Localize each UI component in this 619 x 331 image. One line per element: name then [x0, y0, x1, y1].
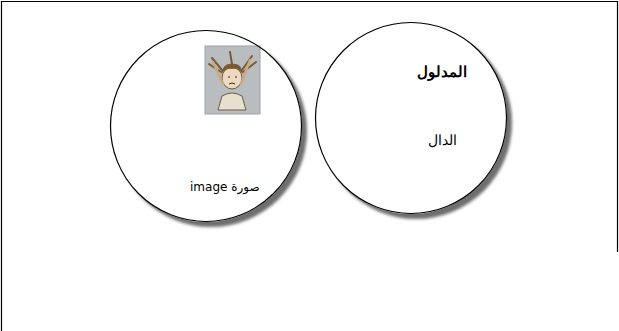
circle-ground [110, 30, 302, 222]
circle-border [316, 23, 507, 214]
girl-features [228, 77, 237, 84]
circle-border [111, 31, 302, 222]
girl-hair [221, 64, 243, 74]
concept-circle: صورة image [110, 30, 302, 222]
circle-outline [315, 22, 507, 214]
girl-arms [213, 60, 250, 84]
frame-line [617, 1, 618, 252]
circle-label: صورة image [190, 180, 260, 194]
circle-ground [315, 22, 507, 214]
frame-line [1, 1, 618, 2]
picture-edge [205, 46, 260, 114]
circle-label: الدال [428, 132, 457, 149]
concept-circle: المدلول الدال [315, 22, 507, 214]
circle-heading: المدلول [417, 63, 467, 81]
girl-body [218, 93, 246, 110]
picture-ground [205, 46, 260, 114]
frame-line [1, 1, 2, 331]
